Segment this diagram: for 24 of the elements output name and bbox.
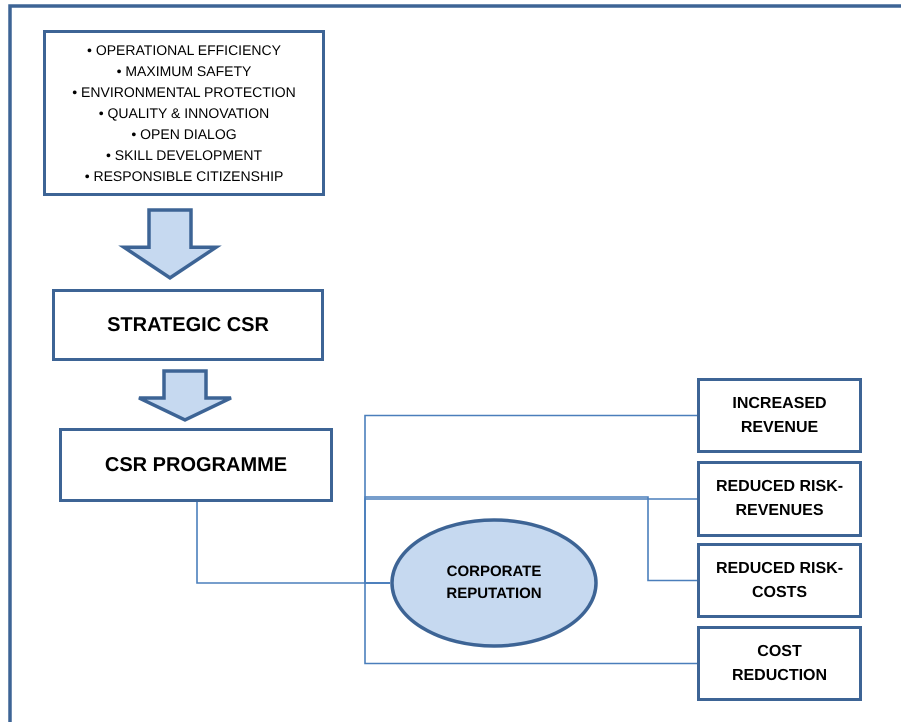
benefit-box xyxy=(697,626,862,701)
block-arrow xyxy=(118,208,222,280)
benefit-box xyxy=(697,461,862,537)
node-label: REDUCED RISK- COSTS xyxy=(714,558,844,602)
process-box xyxy=(59,428,333,502)
node-label: CORPORATE REPUTATION xyxy=(445,562,543,604)
goals-box xyxy=(43,30,325,196)
process-box xyxy=(52,289,324,361)
list-item: • MAXIMUM SAFETY xyxy=(116,62,252,80)
list-item: • RESPONSIBLE CITIZENSHIP xyxy=(84,166,284,186)
block-arrow xyxy=(137,369,233,422)
node-label: INCREASED REVENUE xyxy=(731,394,828,438)
connector-line xyxy=(364,582,697,664)
node-label: COST REDUCTION xyxy=(730,642,828,686)
node-label: REDUCED RISK- REVENUES xyxy=(714,477,844,521)
list-item: • OPEN DIALOG xyxy=(131,124,237,144)
node-label: CSR PROGRAMME xyxy=(104,453,288,478)
node-label: STRATEGIC CSR xyxy=(107,313,269,338)
list-item: • ENVIRONMENTAL PROTECTION xyxy=(72,82,296,102)
list-item: • OPERATIONAL EFFICIENCY xyxy=(87,40,281,60)
list-item: • SKILL DEVELOPMENT xyxy=(106,146,262,164)
list-item: • QUALITY & INNOVATION xyxy=(98,104,270,123)
benefit-box xyxy=(697,543,862,618)
benefit-box xyxy=(697,378,862,453)
